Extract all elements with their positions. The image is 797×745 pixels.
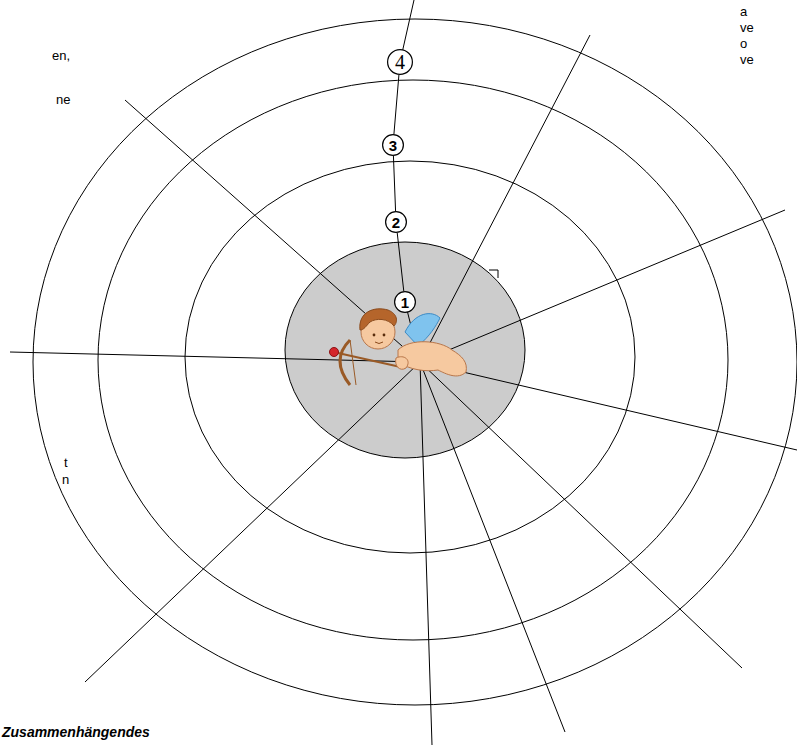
radial-line — [420, 362, 797, 450]
radial-line — [85, 362, 420, 682]
ring — [185, 161, 635, 553]
web-thread — [394, 75, 399, 134]
callout-number: 1 — [394, 295, 416, 310]
radial-line — [420, 362, 742, 668]
callout-number: 2 — [385, 215, 407, 230]
text-fragment: a — [740, 4, 747, 20]
callout-number: 4 — [387, 52, 413, 72]
callout-circle: 2 — [385, 211, 407, 233]
callout-circle: 3 — [382, 134, 404, 156]
radial-line — [420, 210, 785, 362]
outer-ring — [33, 19, 797, 705]
radial-line — [420, 35, 590, 362]
radial-line — [420, 362, 565, 732]
radial-line — [420, 362, 432, 745]
text-fragment: en, — [52, 48, 70, 64]
text-fragment: n — [62, 472, 69, 488]
text-fragment: ve — [740, 20, 754, 36]
callout-number: 3 — [382, 138, 404, 153]
cupid-illustration — [330, 309, 467, 385]
callout-circle: 4 — [387, 49, 413, 75]
text-fragment: t — [64, 455, 68, 471]
callout-circle: 1 — [394, 291, 416, 313]
caption-fragment: Zusammenhängendes — [2, 724, 150, 740]
text-fragment: ne — [56, 92, 70, 108]
web-thread — [397, 233, 404, 291]
small-bracket — [489, 270, 498, 278]
text-fragment: ve — [740, 52, 754, 68]
web-thread — [393, 156, 395, 211]
text-fragment: o — [740, 36, 747, 52]
radial-line — [125, 100, 420, 362]
ring — [98, 80, 728, 640]
